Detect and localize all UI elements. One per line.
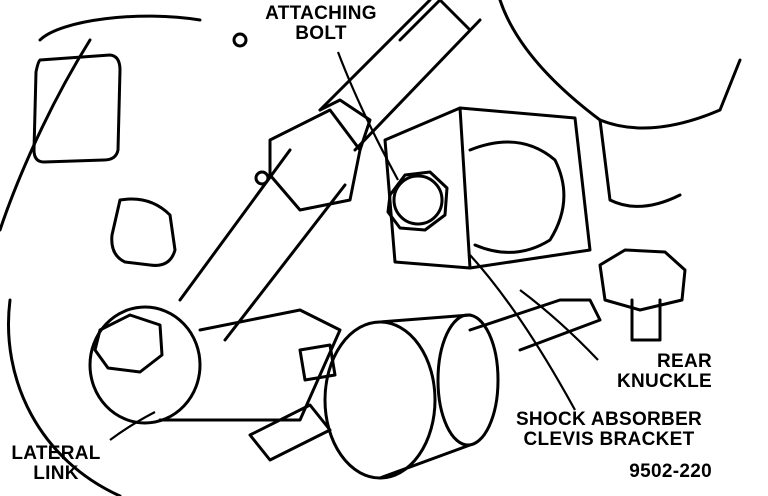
lower-bushing xyxy=(323,320,437,480)
lower-bolt xyxy=(248,403,332,462)
knuckle-nut xyxy=(598,248,687,312)
lateral-link-label-line2: LINK xyxy=(33,463,79,484)
upper-rod xyxy=(318,0,482,152)
rear-knuckle-label-line1: REAR xyxy=(656,351,712,372)
attaching-bolt-label: ATTACHING BOLT xyxy=(258,4,384,44)
clevis-bracket xyxy=(383,106,592,270)
adjuster-rod xyxy=(178,148,347,342)
brake-backing-plate xyxy=(7,298,122,496)
rear-knuckle-arm xyxy=(498,0,742,130)
lateral-link-label-line1: LATERAL xyxy=(11,443,101,464)
lateral-link-eye xyxy=(88,305,202,425)
attaching-bolt-label-line2: BOLT xyxy=(295,23,347,44)
backing-plate-pad xyxy=(32,53,122,164)
attaching-bolt-head xyxy=(386,170,449,232)
leader-attaching-bolt xyxy=(336,51,399,181)
shock-absorber-label: SHOCK ABSORBER CLEVIS BRACKET xyxy=(500,410,718,450)
leader-lateral-link xyxy=(109,411,156,441)
leader-rear-knuckle xyxy=(519,289,599,361)
brake-backing-plate-inner xyxy=(0,38,92,232)
shock-absorber-label-line2: CLEVIS BRACKET xyxy=(523,429,695,450)
attaching-bolt-label-line1: ATTACHING xyxy=(265,3,377,24)
rear-knuckle-label: REAR KNUCKLE xyxy=(590,352,712,392)
lateral-link-label: LATERAL LINK xyxy=(6,444,106,484)
shock-absorber-label-line1: SHOCK ABSORBER xyxy=(515,409,703,430)
leader-shock-absorber xyxy=(469,254,576,411)
knuckle-stud xyxy=(630,298,662,342)
figure-number: 9502-220 xyxy=(629,461,712,482)
rear-knuckle-label-line2: KNUCKLE xyxy=(617,371,712,392)
